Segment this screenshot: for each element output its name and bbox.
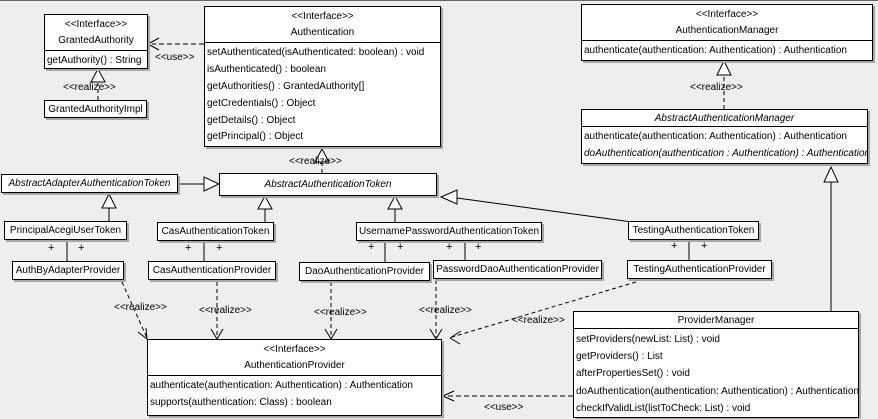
realize-edge-authbyadapterprovider [121,281,148,339]
class-grantedauthority[interactable]: <<Interface>> GrantedAuthority getAuthor… [44,14,148,69]
gen-edge-testingauthenticationtoken [456,197,633,223]
method-label: getPrincipal() : Object [207,131,304,143]
class-authbyadapterprovider[interactable]: AuthByAdapterProvider [12,261,124,280]
method-label: getAuthorities() : GrantedAuthority[] [207,80,365,92]
class-testingauthenticationprovider[interactable]: TestingAuthenticationProvider [627,260,772,279]
stereotype-label: <<Interface>> [291,11,354,22]
class-name: PrincipalAcegiUserToken [9,225,122,236]
class-casauthenticationtoken[interactable]: CasAuthenticationToken [157,222,274,241]
class-name: AuthenticationProvider [244,360,345,371]
class-testingauthenticationtoken[interactable]: TestingAuthenticationToken [628,221,759,240]
method-label: authenticate(authentication: Authenticat… [584,131,847,142]
edge-label-realize: <<realize>> [114,302,167,313]
edge-label-realize: <<realize>> [63,82,116,93]
stereotype-label: <<Interface>> [695,9,759,20]
edge-label-realize: <<realize>> [289,156,342,167]
association-end-label: + [368,241,375,253]
stereotype-label: <<Interface>> [263,344,326,355]
method-label: setProviders(newList: List) : void [576,334,720,345]
class-name: Authentication [290,27,355,38]
association-end-label: + [397,241,404,253]
association-end-label: + [185,242,192,254]
class-name: AbstractAuthenticationManager [654,113,795,124]
association-end-label: + [216,242,223,254]
method-label: getDetails() : Object [207,114,296,126]
class-name: TestingAuthenticationToken [632,225,755,236]
class-usernamepasswordauthenticationtoken[interactable]: UsernamePasswordAuthenticationToken [356,222,542,241]
association-end-label: + [701,240,708,252]
method-label: getAuthority() : String [47,55,142,66]
class-abstractauthenticationtoken[interactable]: AbstractAuthenticationToken [219,173,437,196]
method-label: setAuthenticated(isAuthenticated: boolea… [207,47,425,58]
method-label: getProviders() : List [576,351,663,363]
class-name: UsernamePasswordAuthenticationToken [358,226,540,237]
class-grantedauthorityimpl[interactable]: GrantedAuthorityImpl [44,100,147,118]
method-label: afterPropertiesSet() : void [576,368,690,380]
class-name: CasAuthenticationProvider [152,265,272,276]
edge-label-realize: <<realize>> [512,315,565,326]
method-label: doAuthentication(authentication: Authent… [576,385,859,397]
class-name: DaoAuthenticationProvider [305,266,424,277]
method-label: isAuthenticated() : boolean [207,63,326,75]
class-daoauthenticationprovider[interactable]: DaoAuthenticationProvider [299,262,430,281]
edge-label-realize: <<realize>> [314,307,367,318]
class-authenticationmanager[interactable]: <<Interface>> AuthenticationManager auth… [581,4,873,61]
association-end-label: + [48,242,55,254]
class-name: AuthByAdapterProvider [15,265,121,276]
class-authentication[interactable]: <<Interface>> Authentication setAuthenti… [204,6,441,147]
edge-label-use: <<use>> [484,402,524,413]
stereotype-label: <<Interface>> [64,19,128,30]
class-name: AbstractAuthenticationToken [264,179,392,190]
edge-label-realize: <<realize>> [690,82,743,93]
class-principalacegiusertoken[interactable]: PrincipalAcegiUserToken [4,221,127,240]
class-name: CasAuthenticationToken [161,226,270,237]
method-label: authenticate(authentication: Authenticat… [584,45,847,56]
class-name: GrantedAuthority [58,35,134,46]
edge-label-realize: <<realize>> [199,305,252,316]
class-abstractauthenticationmanager[interactable]: AbstractAuthenticationManager authentica… [581,109,868,164]
class-casauthenticationprovider[interactable]: CasAuthenticationProvider [148,261,276,280]
method-label: doAuthentication(authentication : Authen… [584,147,867,159]
class-abstractadapterauthenticationtoken[interactable]: AbstractAdapterAuthenticationToken [1,174,178,193]
class-name: AuthenticationManager [675,25,779,36]
method-label: checkIfValidList(listToCheck: List) : vo… [576,402,751,414]
class-passworddaoauthenticationprovider[interactable]: PasswordDaoAuthenticationProvider [433,260,602,279]
class-name: GrantedAuthorityImpl [48,103,143,115]
class-name: ProviderManager [677,315,755,326]
class-providermanager[interactable]: ProviderManager setProviders(newList: Li… [573,311,859,418]
edge-label-use: <<use>> [155,52,195,63]
association-end-label: + [78,242,85,254]
association-end-label: + [475,241,482,253]
method-label: getCredentials() : Object [207,97,316,109]
class-authenticationprovider[interactable]: <<Interface>> AuthenticationProvider aut… [147,339,442,416]
association-end-label: + [671,240,678,252]
edge-label-realize: <<realize>> [419,305,472,316]
method-label: authenticate(authentication: Authenticat… [150,380,413,391]
class-name: AbstractAdapterAuthenticationToken [8,178,171,189]
class-name: PasswordDaoAuthenticationProvider [436,264,599,275]
association-end-label: + [446,241,453,253]
class-name: TestingAuthenticationProvider [633,264,766,275]
method-label: supports(authentication: Class) : boolea… [150,396,332,408]
